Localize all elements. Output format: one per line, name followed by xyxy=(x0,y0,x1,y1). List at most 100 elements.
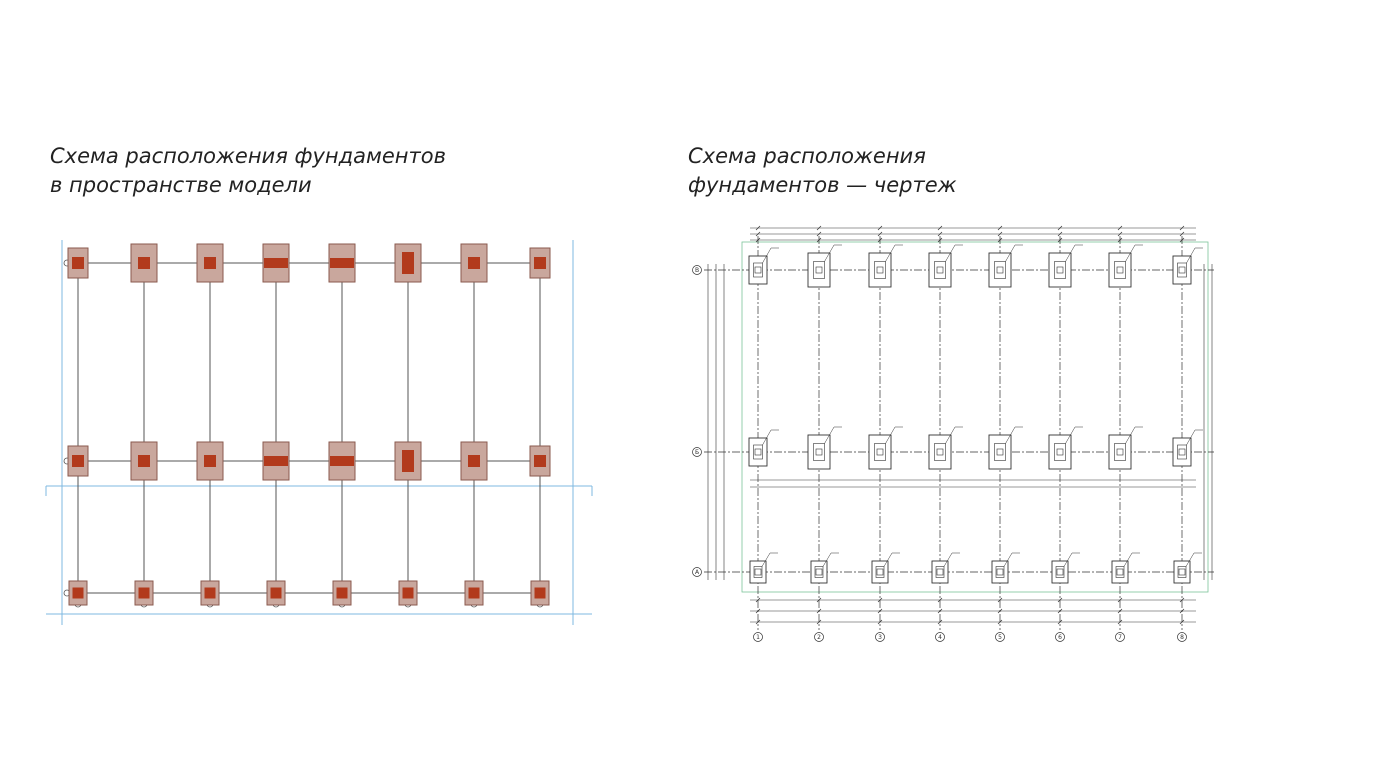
drawing-leader-line xyxy=(1003,552,1013,567)
drawing-column-axis-bubble xyxy=(1115,632,1125,642)
drawing-column-axis-mark: 2 xyxy=(817,634,821,641)
drawing-leader-line xyxy=(945,244,956,262)
drawing-column-outline xyxy=(1178,448,1186,456)
drawing-leader-line xyxy=(1186,429,1196,446)
drawing-leader-line xyxy=(1005,426,1016,444)
drawing-column-outline xyxy=(754,448,762,456)
drawing-leader-line xyxy=(943,552,953,567)
model-footing xyxy=(394,243,422,283)
drawing-footing-step xyxy=(934,261,946,279)
drawing-column-outline xyxy=(996,448,1004,456)
drawing-column-outline xyxy=(1116,448,1124,456)
model-column xyxy=(204,587,216,599)
drawing-column-outline xyxy=(936,448,944,456)
drawing-column-outline xyxy=(1116,568,1124,576)
drawing-dimension-tick xyxy=(1057,225,1063,231)
drawing-footing-step xyxy=(813,261,825,279)
model-column xyxy=(72,455,84,467)
drawing-footing-step xyxy=(753,262,763,278)
drawing-column-axis-mark: 1 xyxy=(756,634,760,641)
drawing-footing-step xyxy=(814,566,824,578)
model-column xyxy=(336,587,348,599)
drawing-column-axis-mark: 8 xyxy=(1180,634,1184,641)
drawing-column-outline xyxy=(996,266,1004,274)
drawing-footing xyxy=(1051,560,1069,584)
drawing-row-axis-mark: А xyxy=(695,569,700,576)
model-column xyxy=(264,456,288,466)
drawing-caption: Схема расположения фундаментов — чертеж xyxy=(688,142,957,200)
drawing-leader-line xyxy=(822,552,832,567)
drawing-dimension-tick xyxy=(1179,231,1185,237)
drawing-column-axis-bubble xyxy=(935,632,945,642)
drawing-footing xyxy=(810,560,828,584)
drawing-footing-step xyxy=(875,566,885,578)
model-column xyxy=(534,587,546,599)
drawing-leader-line xyxy=(885,426,896,444)
drawing-footing-step xyxy=(994,261,1006,279)
drawing-footing-step xyxy=(813,443,825,461)
drawing-leader-line xyxy=(1186,247,1196,264)
drawing-dimension-tick xyxy=(997,225,1003,231)
drawing-footing xyxy=(991,560,1009,584)
drawing-leader-line xyxy=(1123,552,1133,567)
drawing-leader-line xyxy=(762,247,772,264)
drawing-footing-step xyxy=(1177,444,1187,460)
model-column xyxy=(138,257,150,269)
drawing-footing-step xyxy=(934,443,946,461)
drawing-dimension-tick xyxy=(816,231,822,237)
drawing-leader-line xyxy=(761,552,771,567)
model-column xyxy=(468,257,480,269)
drawing-column-axis-bubble xyxy=(1055,632,1065,642)
drawing-column-axis-mark: 7 xyxy=(1118,634,1122,641)
drawing-column-outline xyxy=(754,266,762,274)
drawing-footing-step xyxy=(1177,262,1187,278)
drawing-leader-line xyxy=(762,429,772,446)
drawing-leader-line xyxy=(1125,244,1136,262)
drawing-row-axis-mark: Б xyxy=(695,449,699,456)
drawing-footing-step xyxy=(753,566,763,578)
drawing-leader-line xyxy=(824,244,835,262)
drawing-footing xyxy=(871,560,889,584)
drawing-column-axis-mark: 6 xyxy=(1058,634,1062,641)
model-column xyxy=(468,587,480,599)
drawing-leader-line xyxy=(883,552,893,567)
drawing-leader-line xyxy=(885,244,896,262)
model-space-foundation-plan xyxy=(45,240,593,625)
model-column xyxy=(270,587,282,599)
drawing-column-outline xyxy=(876,266,884,274)
drawing-footing xyxy=(1111,560,1129,584)
drawing-column-outline xyxy=(815,448,823,456)
drawing-footing xyxy=(931,560,949,584)
model-caption-line-2: в пространстве модели xyxy=(50,173,312,197)
model-column xyxy=(264,258,288,268)
drawing-dimension-tick xyxy=(877,231,883,237)
model-column xyxy=(402,587,414,599)
drawing-column-outline xyxy=(754,568,762,576)
drawing-column-outline xyxy=(876,448,884,456)
drawing-footing-step xyxy=(1054,443,1066,461)
drawing-column-axis-mark: 3 xyxy=(878,634,882,641)
drawing-frame xyxy=(741,241,1209,593)
drawing-column-outline xyxy=(1116,266,1124,274)
model-footing xyxy=(196,243,224,283)
drawing-column-outline xyxy=(1056,266,1064,274)
drawing-dimension-tick xyxy=(937,231,943,237)
drawing-row-axis-bubble xyxy=(692,567,702,577)
drawing-column-outline xyxy=(936,266,944,274)
model-column xyxy=(204,257,216,269)
drawing-column-axis-mark: 5 xyxy=(998,634,1002,641)
model-column xyxy=(204,455,216,467)
drawing-footing-step xyxy=(1055,566,1065,578)
drawing-dimension-tick xyxy=(1117,225,1123,231)
drawing-footing xyxy=(749,560,767,584)
model-column xyxy=(330,258,354,268)
drawing-column-outline xyxy=(815,568,823,576)
drawing-footing-step xyxy=(995,566,1005,578)
drawing-dimension-tick xyxy=(1057,231,1063,237)
drawing-footing-step xyxy=(1114,443,1126,461)
drawing-leader-line xyxy=(1063,552,1073,567)
drawing-dimension-tick xyxy=(937,225,943,231)
drawing-column-outline xyxy=(936,568,944,576)
model-column xyxy=(138,455,150,467)
